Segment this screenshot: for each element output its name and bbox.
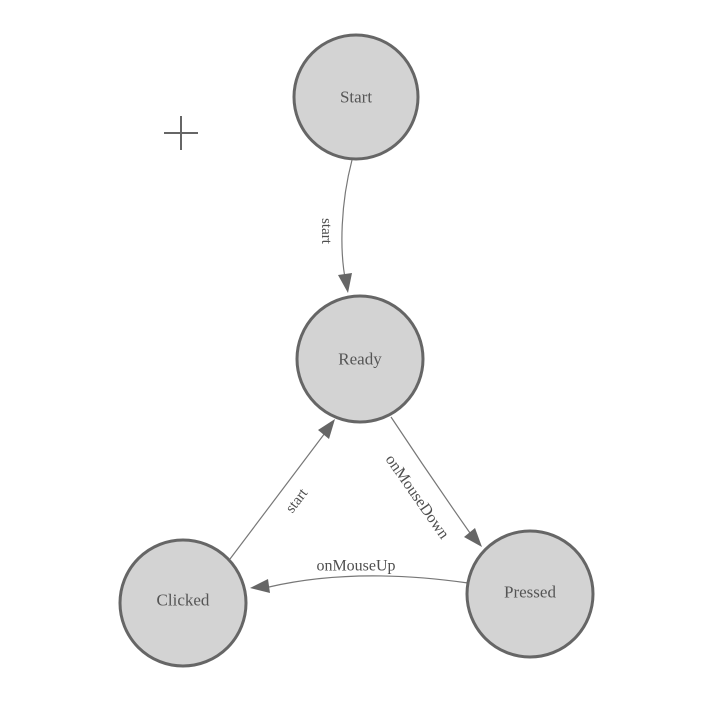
edge-path[interactable] xyxy=(229,432,326,560)
arrowhead-icon xyxy=(338,273,352,293)
node-clicked[interactable]: Clicked xyxy=(118,538,248,668)
state-label: Pressed xyxy=(504,583,556,602)
edge-label: onMouseUp xyxy=(316,558,395,575)
state-circle[interactable] xyxy=(118,538,248,668)
edge-label: start xyxy=(283,485,312,516)
edge-start-to-ready[interactable]: start xyxy=(318,159,353,293)
state-circle[interactable] xyxy=(292,33,420,161)
node-ready[interactable]: Ready xyxy=(295,294,425,424)
edge-pressed-to-clicked[interactable]: onMouseUp xyxy=(250,558,469,594)
state-label: Start xyxy=(340,88,372,107)
arrowhead-icon xyxy=(464,528,482,547)
state-circle[interactable] xyxy=(295,294,425,424)
edge-path[interactable] xyxy=(390,416,471,534)
edge-label: start xyxy=(318,218,334,245)
state-label: Clicked xyxy=(157,591,210,610)
state-label: Ready xyxy=(338,350,382,369)
edge-path[interactable] xyxy=(268,575,469,588)
arrowhead-icon xyxy=(318,419,335,439)
node-pressed[interactable]: Pressed xyxy=(465,529,595,659)
edge-clicked-to-ready[interactable]: start xyxy=(229,419,335,560)
origin-crosshair-icon xyxy=(164,116,198,150)
edge-path[interactable] xyxy=(341,159,353,284)
edge-label: onMouseDown xyxy=(382,452,453,543)
state-circle[interactable] xyxy=(465,529,595,659)
node-start[interactable]: Start xyxy=(292,33,420,161)
edge-ready-to-pressed[interactable]: onMouseDown xyxy=(382,416,482,547)
arrowhead-icon xyxy=(250,579,270,593)
